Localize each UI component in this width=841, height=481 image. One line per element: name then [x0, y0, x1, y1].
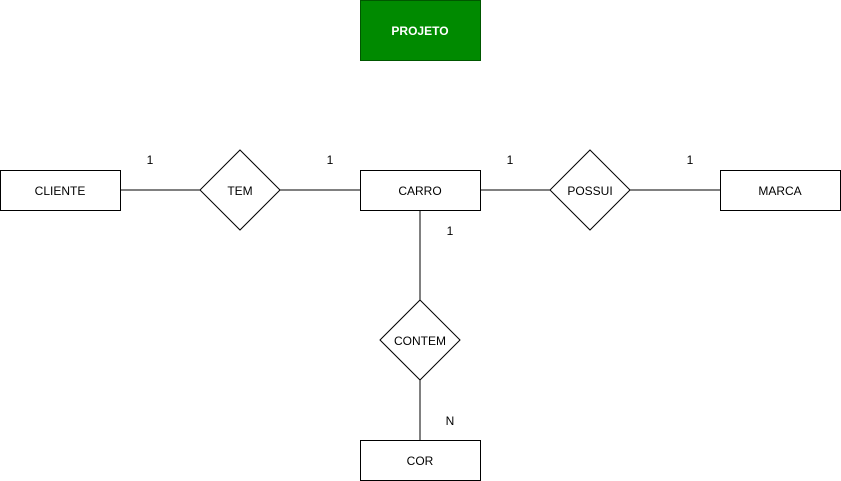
entity-carro-box	[360, 170, 481, 211]
title-box[interactable]: PROJETO	[360, 0, 481, 61]
cardinality-carro-contem: 1	[447, 224, 454, 238]
cardinality-tem-carro: 1	[327, 153, 334, 167]
title-box-shape	[360, 0, 481, 61]
entity-marca-label: MARCA	[758, 184, 801, 198]
cardinality-cliente-tem: 1	[147, 153, 154, 167]
cardinality-contem-cor: N	[446, 414, 455, 428]
entity-carro[interactable]: CARRO	[360, 170, 481, 211]
relationship-contem[interactable]: CONTEM	[379, 299, 461, 381]
relationship-possui[interactable]: POSSUI	[549, 149, 631, 231]
relationship-tem[interactable]: TEM	[199, 149, 281, 231]
relationship-tem-diamond	[199, 149, 281, 231]
relationship-tem-label: TEM	[227, 184, 252, 198]
entity-cliente[interactable]: CLIENTE	[0, 170, 121, 211]
relationship-possui-label: POSSUI	[567, 184, 612, 198]
entity-cor[interactable]: COR	[360, 440, 481, 481]
title-label: PROJETO	[391, 24, 448, 38]
cardinality-possui-marca: 1	[687, 153, 694, 167]
entity-carro-label: CARRO	[398, 184, 441, 198]
entity-cliente-label: CLIENTE	[35, 184, 86, 198]
entity-cliente-box	[0, 170, 121, 211]
connectors	[120, 189, 720, 440]
entity-marca-box	[720, 170, 841, 211]
cardinality-carro-possui: 1	[507, 153, 514, 167]
cardinalities: 1 1 1 1 1 N	[147, 153, 694, 428]
entity-cor-box	[360, 440, 481, 481]
relationship-possui-diamond	[549, 149, 631, 231]
relationship-contem-label: CONTEM	[394, 334, 446, 348]
entity-marca[interactable]: MARCA	[720, 170, 841, 211]
entity-cor-label: COR	[407, 454, 434, 468]
relationship-contem-diamond	[379, 299, 461, 381]
